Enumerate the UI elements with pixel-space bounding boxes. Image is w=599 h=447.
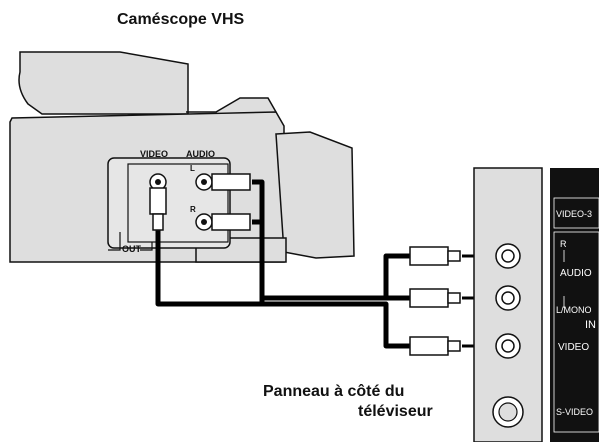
side-panel-caption-line1: Panneau à côté du xyxy=(263,383,405,400)
video3-frame xyxy=(553,197,599,229)
plug-to-audio-l xyxy=(409,288,461,308)
tv-label-video3: VIDEO-3 xyxy=(556,209,593,219)
out-bracket-right xyxy=(140,242,153,251)
diagram-title: Caméscope VHS xyxy=(117,11,245,28)
tv-plugs xyxy=(409,246,497,356)
camcorder-viewfinder xyxy=(18,51,189,115)
cable-audio-bundle xyxy=(262,253,412,301)
audio-left-plug xyxy=(211,173,251,191)
audio-right-plug xyxy=(211,213,251,231)
audio-left-jack-pin xyxy=(201,179,207,185)
camcorder-jack-panel xyxy=(107,157,231,251)
audio-right-jack-pin xyxy=(201,219,207,225)
tv-side-panel xyxy=(473,167,599,443)
label-audio: AUDIO xyxy=(186,149,215,159)
plug-to-audio-r xyxy=(409,246,461,266)
video-out-jack-pin xyxy=(155,179,161,185)
tv-label-svideo: S-VIDEO xyxy=(556,407,594,417)
tv-label-lmono: L/MONO xyxy=(556,305,592,315)
plug-to-video xyxy=(409,336,461,356)
out-bracket xyxy=(108,232,121,251)
tv-label-r: R xyxy=(560,239,567,249)
cable-audio-left xyxy=(252,179,265,304)
tv-label-video: VIDEO xyxy=(558,342,590,353)
label-left: L xyxy=(190,164,195,173)
inputs-frame xyxy=(553,231,599,433)
label-video: VIDEO xyxy=(140,149,169,159)
label-out: OUT xyxy=(122,244,141,254)
label-right: R xyxy=(190,205,196,214)
tv-label-audio: AUDIO xyxy=(560,268,592,279)
cable-video xyxy=(155,228,412,349)
camcorder-plugs xyxy=(149,173,251,231)
tv-label-in: IN xyxy=(585,319,596,331)
side-panel-caption-line2: téléviseur xyxy=(358,403,433,420)
tv-panel-label-strip xyxy=(550,168,599,442)
video-plug-boot xyxy=(152,213,164,231)
camcorder-lens xyxy=(275,131,355,259)
camcorder-handle xyxy=(186,97,277,113)
video-plug-body xyxy=(149,187,167,215)
cables xyxy=(155,179,412,349)
